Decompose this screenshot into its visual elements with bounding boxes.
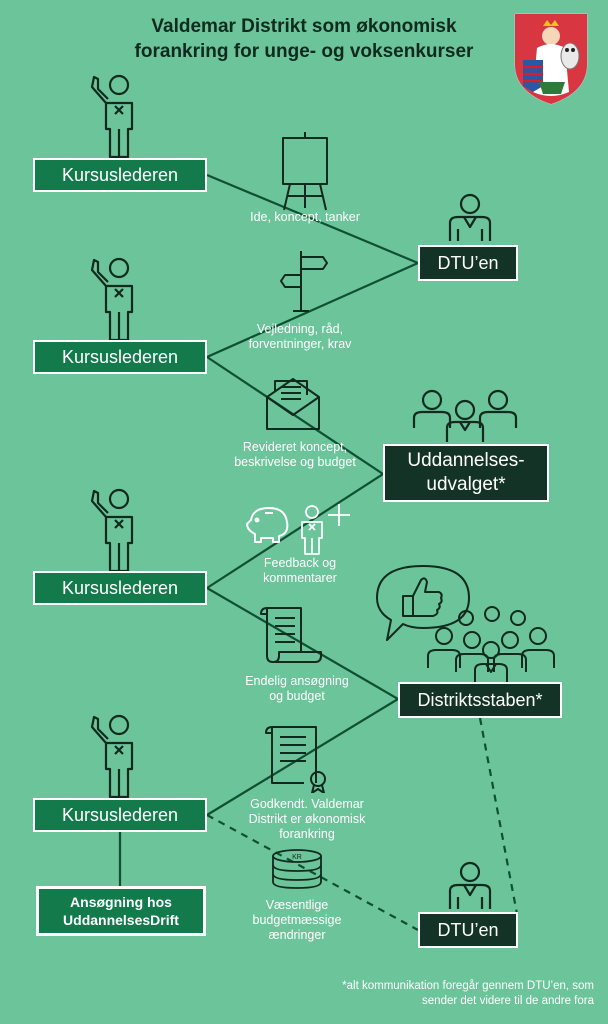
label-line: Væsentlige bbox=[265, 898, 329, 912]
person-icon bbox=[448, 193, 492, 241]
person-raising-hand-icon bbox=[90, 714, 134, 799]
label-line: Endelig ansøgning bbox=[245, 674, 349, 688]
kursuslederen-box-3: Kursuslederen bbox=[33, 571, 207, 605]
label-line: og budget bbox=[269, 689, 325, 703]
label-line: beskrivelse og budget bbox=[234, 455, 356, 469]
title-line-2: forankring for unge- og voksenkurser bbox=[134, 41, 474, 62]
label-line: forankring bbox=[279, 827, 335, 841]
label-line: Godkendt. Valdemar bbox=[250, 797, 364, 811]
kursuslederen-box-2: Kursuslederen bbox=[33, 340, 207, 374]
title-line-1: Valdemar Distrikt som økonomisk bbox=[151, 16, 457, 37]
plus-icon bbox=[328, 504, 350, 526]
distriktsstaben-box: Distriktsstaben* bbox=[398, 682, 562, 718]
person-raising-hand-icon bbox=[90, 74, 134, 159]
label-line: Feedback og bbox=[263, 556, 337, 570]
kursuslederen-label: Kursuslederen bbox=[61, 805, 179, 825]
label-line: Ide, koncept, tanker bbox=[250, 210, 360, 224]
kursuslederen-box-4: Kursuslederen bbox=[33, 798, 207, 832]
label-feedback: Feedback og kommentarer bbox=[240, 556, 360, 586]
signpost-icon bbox=[280, 251, 328, 312]
label-line: budgetmæssige bbox=[252, 913, 342, 927]
person-raising-hand-icon bbox=[90, 257, 134, 342]
kursuslederen-label: Kursuslederen bbox=[61, 578, 179, 598]
dtu-box-1: DTU’en bbox=[418, 245, 518, 281]
uddannelsesudvalget-line-2: udvalget* bbox=[426, 474, 506, 495]
label-vejledning: Vejledning, råd, forventninger, krav bbox=[230, 322, 370, 352]
label-line: kommentarer bbox=[263, 571, 337, 585]
label-vaesentlige: Væsentlige budgetmæssige ændringer bbox=[237, 898, 357, 943]
person-raising-hand-icon bbox=[90, 488, 134, 573]
kursuslederen-box-1: Kursuslederen bbox=[33, 158, 207, 192]
dtu-box-2: DTU’en bbox=[418, 912, 518, 948]
uddannelsesudvalget-box: Uddannelses- udvalget* bbox=[383, 444, 549, 502]
distriktsstaben-label: Distriktsstaben* bbox=[417, 690, 543, 710]
crowd-icon bbox=[427, 606, 555, 682]
label-line: ændringer bbox=[268, 928, 326, 942]
footnote-line-1: *alt kommunikation foregår gennem DTU’en… bbox=[342, 980, 594, 992]
person-icon bbox=[448, 861, 492, 909]
ansogning-line-2: UddannelsesDrift bbox=[63, 912, 179, 928]
label-line: Revideret koncept, bbox=[242, 440, 348, 454]
thumbs-up-bubble-icon bbox=[376, 565, 470, 641]
label-endelig: Endelig ansøgning og budget bbox=[232, 674, 362, 704]
coin-text: KR bbox=[292, 854, 302, 861]
dtu-label: DTU’en bbox=[437, 253, 499, 273]
scroll-icon bbox=[260, 607, 322, 663]
coin-stack-icon: KR bbox=[272, 849, 322, 889]
certificate-icon bbox=[265, 726, 326, 793]
label-godkendt: Godkendt. Valdemar Distrikt er økonomisk… bbox=[232, 797, 382, 842]
page-title: Valdemar Distrikt som økonomisk forankri… bbox=[0, 14, 608, 64]
label-line: Vejledning, råd, bbox=[256, 322, 344, 336]
envelope-icon bbox=[266, 378, 320, 430]
coat-of-arms-icon bbox=[514, 13, 588, 105]
person-icon bbox=[301, 505, 323, 555]
dtu-label: DTU’en bbox=[437, 920, 499, 940]
label-line: forventninger, krav bbox=[248, 337, 352, 351]
label-ide: Ide, koncept, tanker bbox=[230, 210, 380, 225]
kursuslederen-label: Kursuslederen bbox=[61, 347, 179, 367]
uddannelsesudvalget-line-1: Uddannelses- bbox=[407, 450, 525, 471]
footnote-line-2: sender det videre til de andre fora bbox=[422, 995, 594, 1007]
kursuslederen-label: Kursuslederen bbox=[61, 165, 179, 185]
ansogning-box: Ansøgning hos UddannelsesDrift bbox=[36, 886, 206, 936]
ansogning-line-1: Ansøgning hos bbox=[70, 894, 172, 910]
easel-icon bbox=[282, 132, 328, 211]
piggy-bank-icon bbox=[246, 507, 289, 543]
label-line: Distrikt er økonomisk bbox=[248, 812, 366, 826]
group-icon bbox=[412, 389, 518, 442]
label-revideret: Revideret koncept, beskrivelse og budget bbox=[220, 440, 370, 470]
footnote: *alt kommunikation foregår gennem DTU’en… bbox=[342, 979, 594, 1009]
